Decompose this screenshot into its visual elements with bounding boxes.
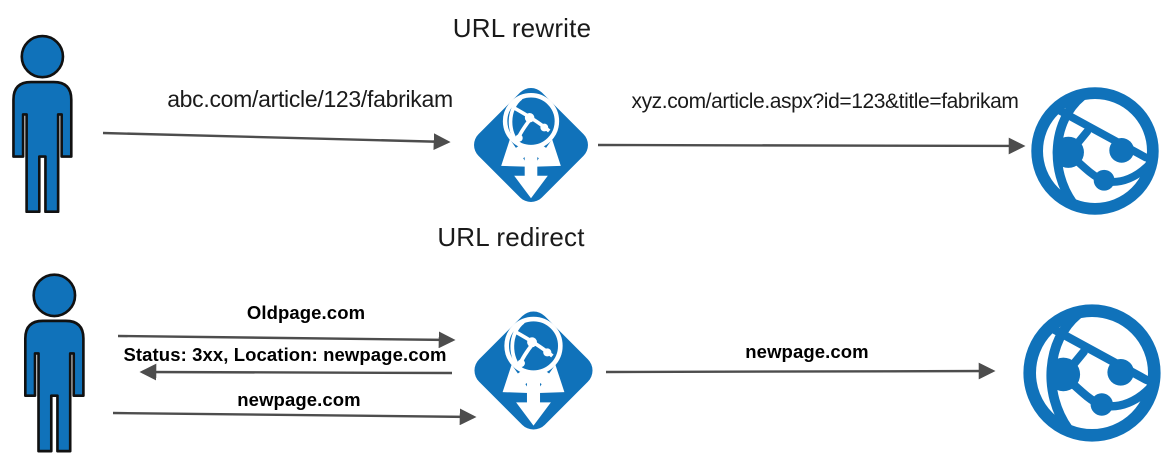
rewrite-request-url-label: abc.com/article/123/fabrikam <box>167 86 453 112</box>
rewrite-rewritten-url-label: xyz.com/article.aspx?id=123&title=fabrik… <box>631 90 1019 113</box>
redirect-request-url-label: Oldpage.com <box>246 302 366 323</box>
application-gateway-icon <box>461 75 601 215</box>
rewrite-request-arrow <box>102 131 451 151</box>
web-app-icon <box>1030 86 1160 216</box>
redirect-section-title: URL redirect <box>437 222 585 252</box>
redirect-forward-arrow <box>605 362 996 380</box>
rewrite-section-title: URL rewrite <box>452 13 592 43</box>
person-icon <box>23 273 85 453</box>
person-icon <box>12 34 73 214</box>
redirect-followup-url-label: newpage.com <box>237 389 361 410</box>
web-app-icon <box>1022 303 1162 443</box>
application-gateway-icon <box>461 298 606 443</box>
redirect-forwarded-url-label: newpage.com <box>745 341 869 362</box>
redirect-followup-arrow <box>112 408 477 426</box>
redirect-request-arrow <box>117 331 456 349</box>
rewrite-forward-arrow <box>597 137 1026 155</box>
redirect-response-status-label: Status: 3xx, Location: newpage.com <box>123 344 447 365</box>
redirect-response-arrow <box>139 363 453 381</box>
